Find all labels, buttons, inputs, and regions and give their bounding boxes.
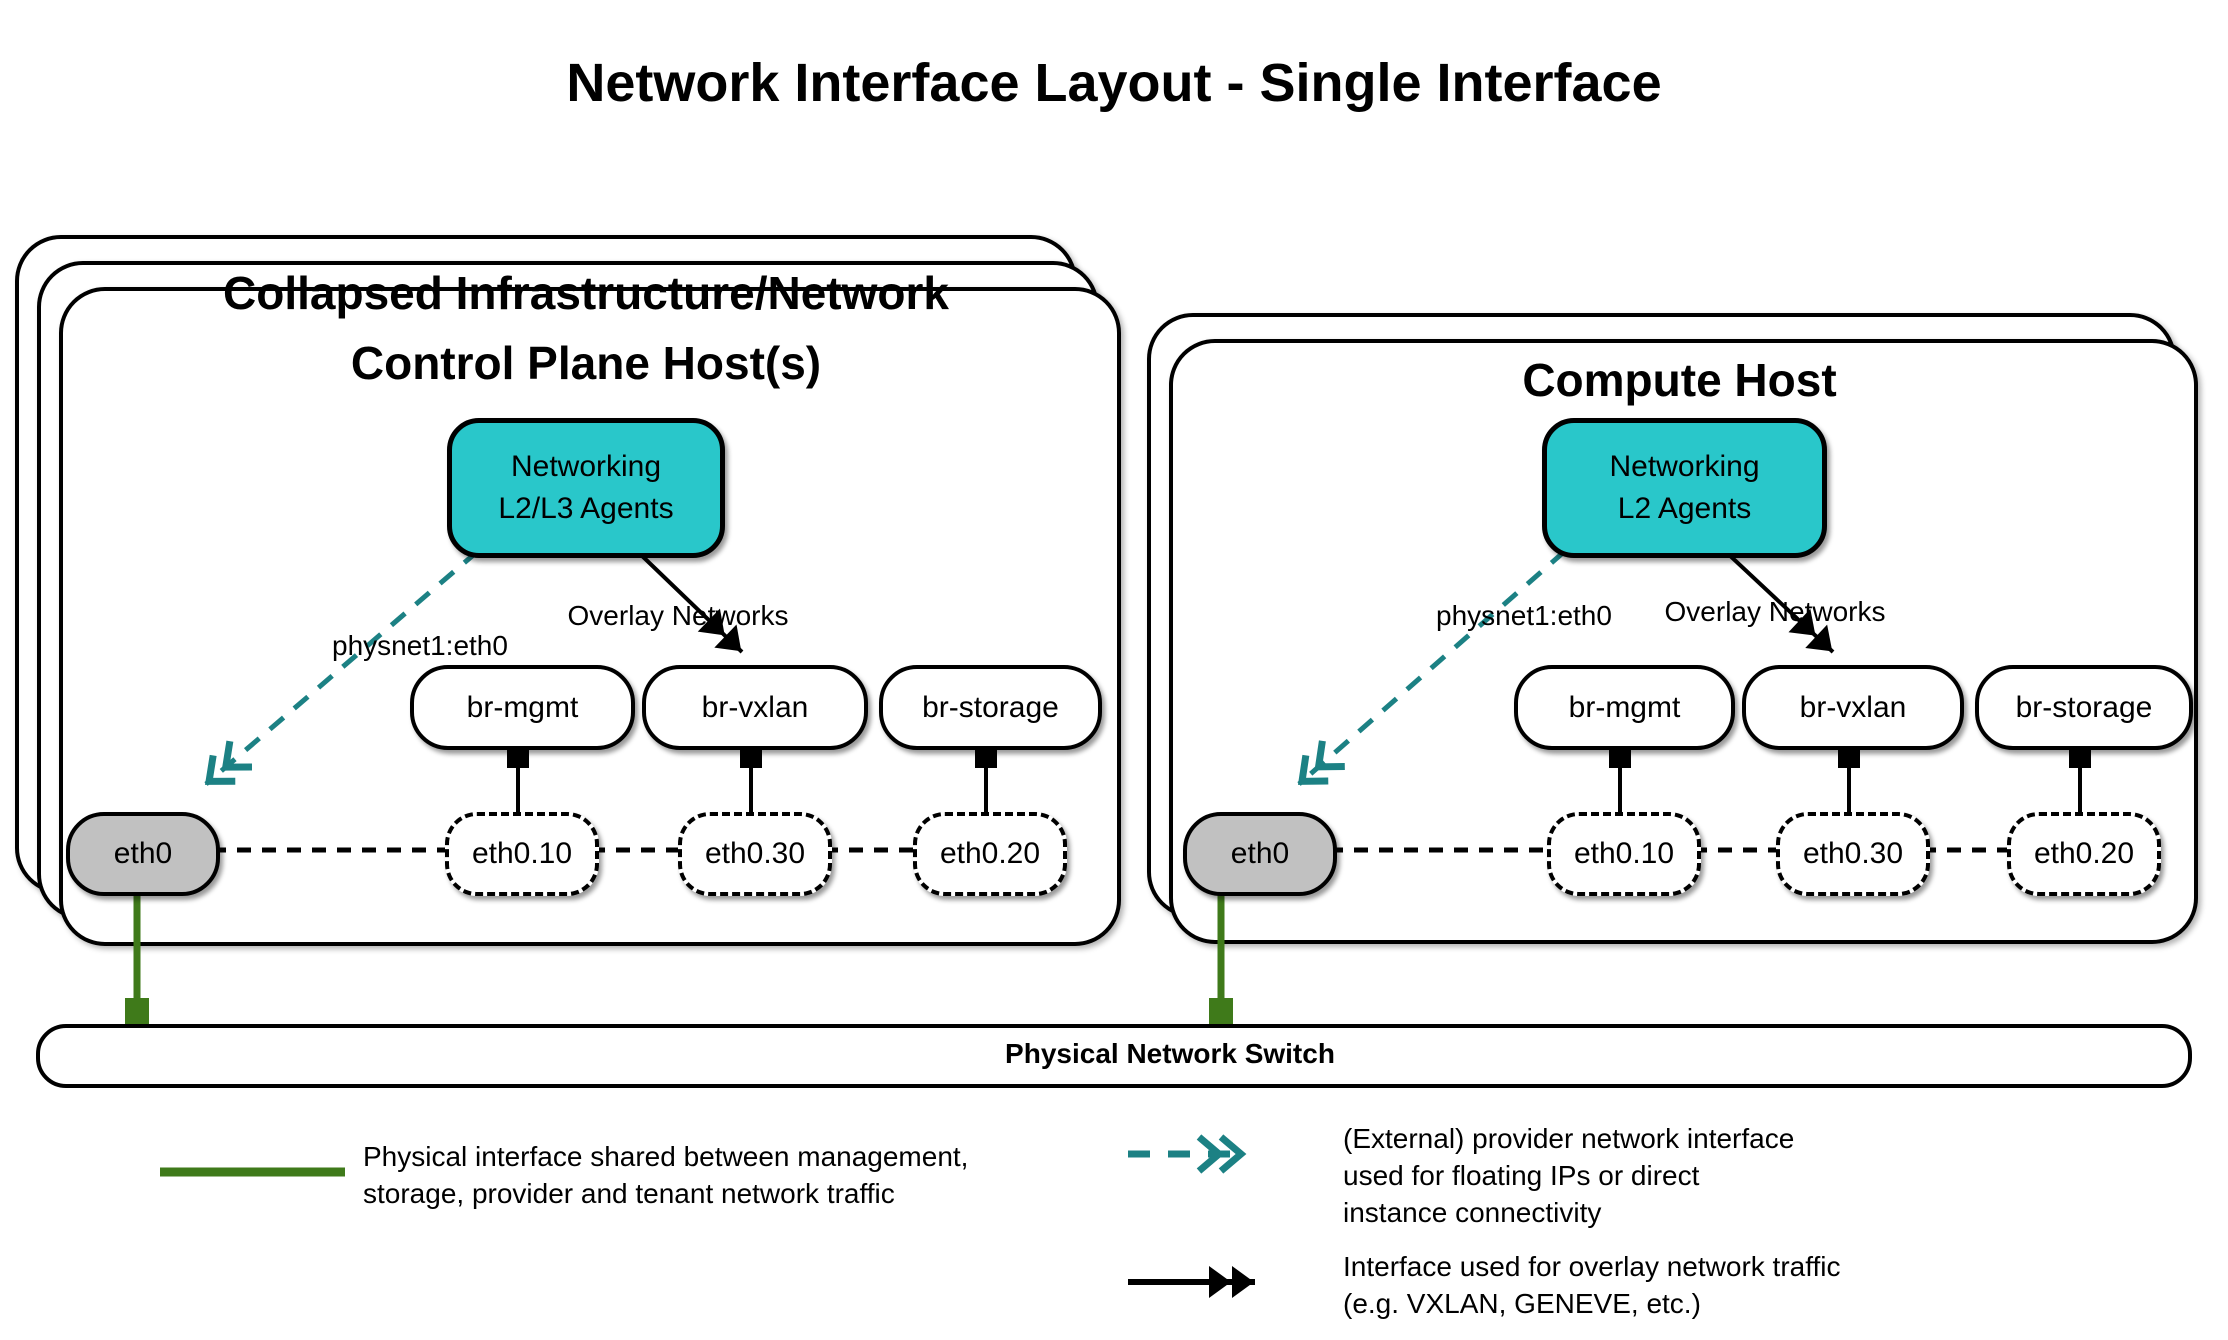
agent-label-line2: L2/L3 Agents [498, 492, 674, 525]
legend-provider-text: (External) provider network interface us… [1343, 1120, 1794, 1231]
vlan-eth0-20-right: eth0.20 [2007, 812, 2161, 896]
bridge-br-mgmt-right: br-mgmt [1514, 665, 1735, 750]
vlan-eth0-30-right: eth0.30 [1776, 812, 1930, 896]
legend-provider-line3: instance connectivity [1343, 1197, 1602, 1228]
compute-host-title-line1: Compute Host [1522, 354, 1837, 406]
vlan-eth0-10-left: eth0.10 [445, 812, 599, 896]
physnet-label-left: physnet1:eth0 [332, 630, 508, 661]
agent-label-line1: Networking [1609, 450, 1760, 483]
legend-provider-line2: used for floating IPs or direct [1343, 1160, 1700, 1191]
agent-box-control-plane: Networking L2/L3 Agents [447, 418, 725, 558]
nic-eth0-left: eth0 [66, 812, 220, 896]
vlan-eth0-30-left: eth0.30 [678, 812, 832, 896]
physical-switch-box [36, 1024, 2192, 1088]
control-plane-host-title: Collapsed Infrastructure/Network Control… [59, 258, 1113, 398]
page-title: Network Interface Layout - Single Interf… [566, 53, 1662, 113]
agent-label-line1: Networking [510, 450, 662, 483]
agent-box-compute: Networking L2 Agents [1542, 418, 1827, 558]
bridge-br-vxlan-right: br-vxlan [1742, 665, 1964, 750]
control-plane-host-title-line1: Collapsed Infrastructure/Network [223, 267, 949, 319]
vlan-eth0-10-right: eth0.10 [1547, 812, 1701, 896]
legend-provider-line1: (External) provider network interface [1343, 1123, 1795, 1154]
overlay-label-left: Overlay Networks [567, 600, 789, 631]
compute-host-title: Compute Host [1169, 345, 2190, 415]
nic-eth0-right: eth0 [1183, 812, 1337, 896]
vlan-eth0-20-left: eth0.20 [913, 812, 1067, 896]
legend-overlay-line2: (e.g. VXLAN, GENEVE, etc.) [1343, 1288, 1701, 1319]
bridge-br-storage-right: br-storage [1975, 665, 2193, 750]
bridge-br-vxlan-left: br-vxlan [642, 665, 868, 750]
legend-physical-text: Physical interface shared between manage… [363, 1138, 968, 1212]
agent-label-line2: L2 Agents [1617, 492, 1752, 525]
physical-switch-label: Physical Network Switch [1005, 1038, 1335, 1069]
legend-physical-line2: storage, provider and tenant network tra… [363, 1178, 895, 1209]
control-plane-host-title-line2: Control Plane Host(s) [350, 337, 822, 389]
overlay-label-right: Overlay Networks [1664, 596, 1886, 627]
bridge-br-mgmt-left: br-mgmt [410, 665, 635, 750]
bridge-br-storage-left: br-storage [879, 665, 1102, 750]
legend-overlay-line1: Interface used for overlay network traff… [1343, 1251, 1841, 1282]
legend-physical-line1: Physical interface shared between manage… [363, 1141, 969, 1172]
legend-overlay-text: Interface used for overlay network traff… [1343, 1248, 1841, 1322]
